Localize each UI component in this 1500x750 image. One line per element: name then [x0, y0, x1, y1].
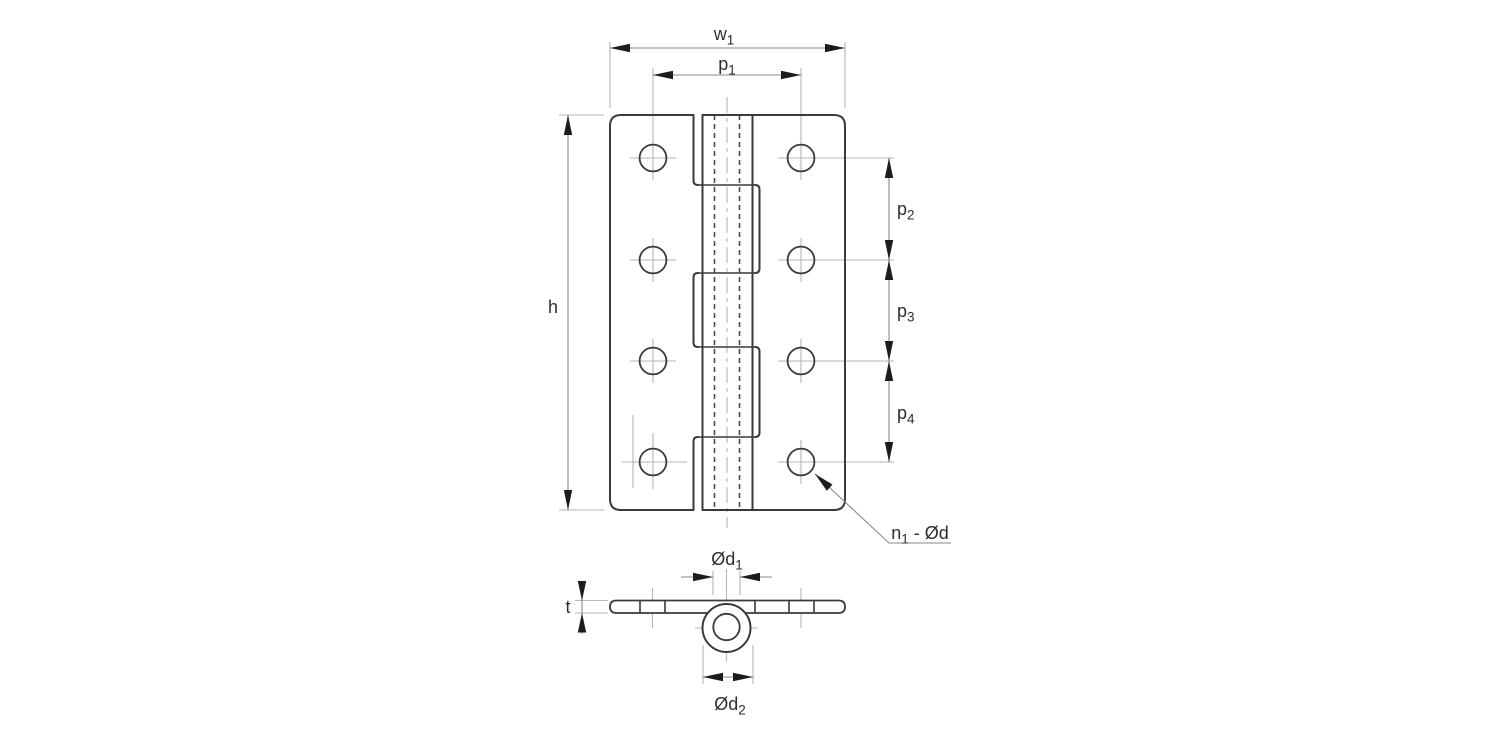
arrowhead	[733, 672, 753, 682]
hole	[638, 143, 668, 173]
label-subscript: 2	[738, 703, 746, 718]
label-base: t	[565, 597, 570, 617]
arrowhead	[740, 572, 760, 582]
arrowhead	[610, 43, 630, 53]
dimension-label-p4: p4	[897, 403, 915, 427]
arrowhead	[884, 260, 894, 280]
arrowhead	[825, 43, 845, 53]
extension-lines	[712, 571, 741, 595]
label-base: Ød	[714, 694, 738, 714]
hole-callout-label: n1 - Ød	[891, 523, 949, 547]
label-base: n	[891, 523, 901, 543]
side-view: t Ød1 Ød2	[565, 549, 846, 718]
arrowhead	[884, 158, 894, 178]
dimension-p1: p1	[653, 54, 801, 80]
screw-holes	[638, 143, 816, 477]
dimension-label-t: t	[565, 597, 570, 617]
label-base: p	[897, 301, 907, 321]
label-subscript: 3	[907, 310, 915, 325]
hole	[638, 245, 668, 275]
label-subscript: 4	[907, 412, 915, 427]
dimension-label-d1: Ød1	[711, 549, 743, 573]
dimension-label-p3: p3	[897, 301, 915, 325]
pin-hole-circle	[712, 612, 741, 642]
label-base: p	[897, 403, 907, 423]
left-leaf-outline	[609, 114, 695, 511]
dimension-label-d2: Ød2	[714, 694, 746, 718]
dimension-label-h: h	[548, 297, 558, 317]
knuckle-joint-lines	[698, 184, 755, 438]
dimension-label-p1: p1	[718, 54, 736, 78]
label-subscript: 1	[727, 33, 735, 48]
dimension-label-w1: w1	[713, 24, 735, 48]
arrowhead	[563, 115, 573, 135]
dimension-p2-p3-p4: p2 p3 p4	[884, 158, 915, 462]
leader-hole-callout: n1 - Ød	[814, 473, 951, 547]
arrowhead	[703, 672, 723, 682]
label-base: w	[713, 24, 728, 44]
arrowhead	[815, 474, 833, 491]
arrowhead	[884, 361, 894, 381]
label-subscript: 1	[728, 63, 736, 78]
left-holes-crosshairs	[622, 157, 687, 489]
arrowhead	[884, 240, 894, 260]
arrowhead	[563, 490, 573, 510]
label-base: p	[897, 199, 907, 219]
dimension-h: h	[548, 114, 604, 511]
extension-lines	[609, 42, 846, 108]
arrowhead	[693, 572, 713, 582]
hole	[786, 143, 816, 173]
leader-line	[814, 473, 951, 544]
front-centerlines	[622, 68, 894, 528]
dimension-w1: w1	[609, 24, 846, 108]
barrel-edges	[701, 114, 754, 511]
label-base: p	[718, 54, 728, 74]
arrowhead	[781, 70, 801, 80]
arrowhead	[577, 613, 587, 633]
dimension-d1: Ød1	[681, 549, 772, 595]
arrowhead	[884, 442, 894, 462]
right-leaf-cut-edges	[754, 184, 761, 438]
dimension-t: t	[565, 581, 608, 634]
label-subscript: 2	[907, 208, 915, 223]
hole	[638, 346, 668, 376]
extension-lines	[559, 114, 604, 511]
label-subscript: 1	[901, 532, 909, 547]
hole	[786, 245, 816, 275]
hidden-pin-lines	[713, 115, 741, 510]
arrowhead	[653, 70, 673, 80]
dimension-d2: Ød2	[702, 645, 754, 718]
plate-segment-lines	[639, 600, 815, 613]
arrowhead	[577, 581, 587, 601]
dimension-label-p2: p2	[897, 199, 915, 223]
label-subscript: 1	[735, 558, 743, 573]
hole	[638, 447, 668, 477]
arrowhead	[884, 341, 894, 361]
right-leaf-outline	[701, 114, 846, 511]
front-view: w1 p1 h p2 p3 p4	[548, 24, 951, 547]
left-leaf-cut-edges	[692, 114, 699, 511]
label-suffix: - Ød	[909, 523, 949, 543]
right-holes-crosshairs	[778, 157, 894, 484]
label-base: h	[548, 297, 558, 317]
hole	[786, 346, 816, 376]
hole	[786, 447, 816, 477]
label-base: Ød	[711, 549, 735, 569]
extension-lines	[575, 599, 608, 614]
